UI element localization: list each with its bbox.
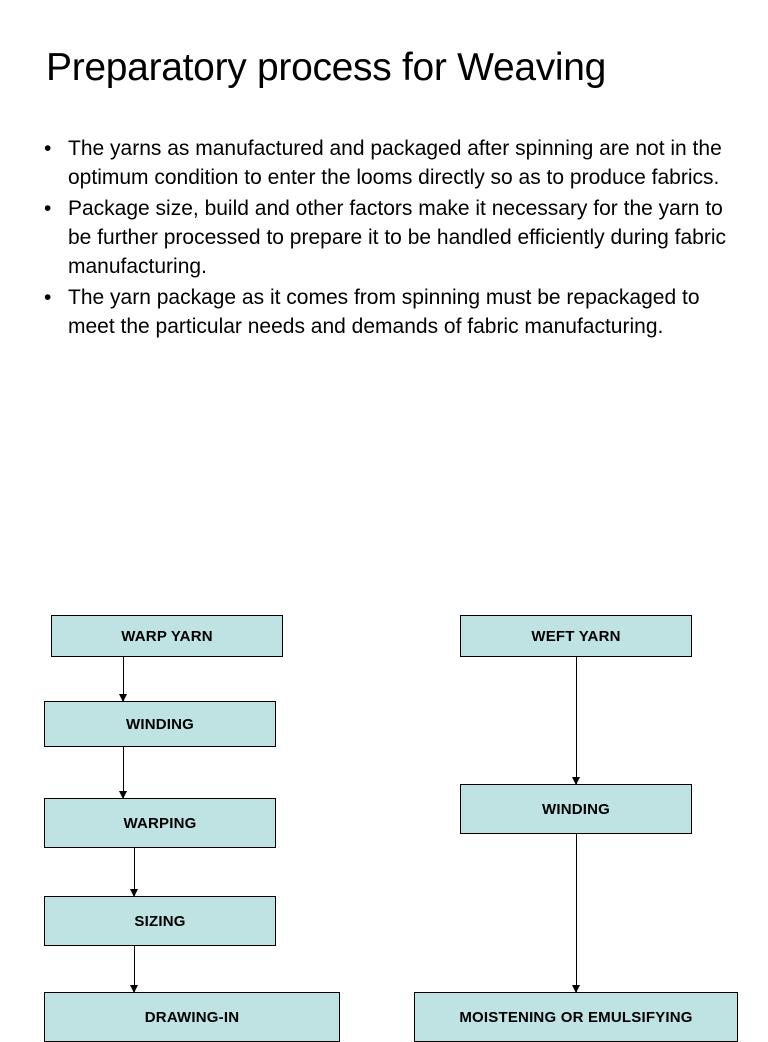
flow-node-winding: WINDING xyxy=(44,701,276,747)
bullet-text: The yarn package as it comes from spinni… xyxy=(68,286,700,338)
page-title: Preparatory process for Weaving xyxy=(46,46,607,89)
bullet-text: Package size, build and other factors ma… xyxy=(68,197,727,278)
flow-node-drawing-in: DRAWING-IN xyxy=(44,992,340,1042)
list-item: • The yarn package as it comes from spin… xyxy=(40,283,740,341)
flow-arrow-warp-4 xyxy=(130,946,138,993)
flow-node-warping: WARPING xyxy=(44,798,276,848)
flow-arrow-warp-1 xyxy=(119,657,127,702)
list-item: • The yarns as manufactured and packaged… xyxy=(40,134,740,192)
flow-node-weft-yarn: WEFT YARN xyxy=(460,615,692,657)
bullet-marker-icon: • xyxy=(44,286,52,309)
flow-arrow-warp-2 xyxy=(119,747,127,799)
flow-node-warp-yarn: WARP YARN xyxy=(51,615,283,657)
flowchart: WARP YARN WINDING WARPING SIZING DRAWING… xyxy=(0,600,768,1042)
list-item: • Package size, build and other factors … xyxy=(40,194,740,281)
bullet-marker-icon: • xyxy=(44,137,52,160)
flow-arrow-warp-3 xyxy=(130,848,138,897)
flow-node-winding: WINDING xyxy=(460,784,692,834)
flow-arrow-weft-1 xyxy=(572,657,580,785)
bullet-text: The yarns as manufactured and packaged a… xyxy=(68,137,722,189)
flow-arrow-weft-2 xyxy=(572,834,580,993)
bullet-marker-icon: • xyxy=(44,197,52,220)
flow-node-sizing: SIZING xyxy=(44,896,276,946)
flow-node-moistening-or-emulsifying: MOISTENING OR EMULSIFYING xyxy=(414,992,738,1042)
bullet-list: • The yarns as manufactured and packaged… xyxy=(40,134,740,343)
